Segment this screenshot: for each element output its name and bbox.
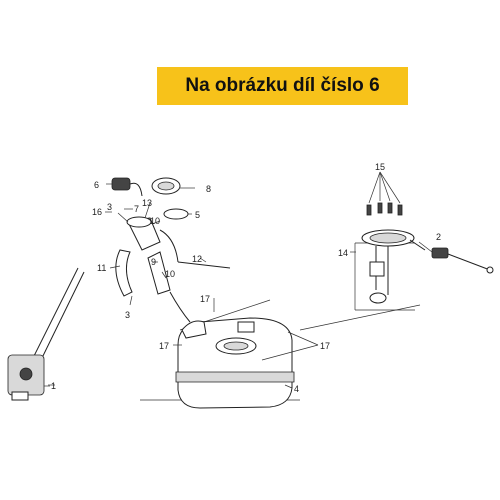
callout-7: 7	[134, 204, 139, 214]
callout-14: 14	[338, 248, 348, 258]
part-breather-valve	[111, 177, 143, 197]
banner-text: Na obrázku díl číslo 6	[185, 75, 380, 96]
callout-1: 1	[51, 381, 56, 391]
callout-2: 2	[436, 232, 441, 242]
callout-9: 9	[151, 257, 156, 267]
callout-12: 12	[192, 254, 202, 264]
callout-8: 8	[206, 184, 211, 194]
highlight-banner: Na obrázku díl číslo 6	[157, 67, 408, 105]
callout-6: 6	[94, 180, 99, 190]
part-fuel-valve	[7, 267, 85, 401]
part-hose-connector	[431, 247, 494, 274]
callout-17a: 17	[200, 294, 210, 304]
callout-17b: 17	[159, 341, 169, 351]
callout-16: 16	[92, 207, 102, 217]
leader-lines	[48, 171, 433, 389]
callout-10b: 10	[165, 269, 175, 279]
callout-5: 5	[195, 210, 200, 220]
part-fuel-pump	[361, 229, 426, 304]
callout-3a: 3	[107, 202, 112, 212]
callout-11: 11	[97, 263, 106, 273]
callout-labels: 1 2 3 3 4 5 6 7 8 9 10 10 11 12 13 14 15…	[51, 162, 441, 394]
part-gasket	[163, 208, 189, 220]
callout-13: 13	[142, 198, 152, 208]
callout-4: 4	[294, 384, 299, 394]
part-bolts	[366, 202, 403, 216]
callout-3b: 3	[125, 310, 130, 320]
callout-15: 15	[375, 162, 385, 172]
part-vent-pipe	[177, 261, 231, 269]
part-fuel-cap	[151, 177, 181, 195]
callout-10a: 10	[150, 216, 160, 226]
part-filler-neck	[115, 216, 191, 323]
part-fuel-tank	[175, 317, 295, 409]
callout-17c: 17	[320, 341, 330, 351]
